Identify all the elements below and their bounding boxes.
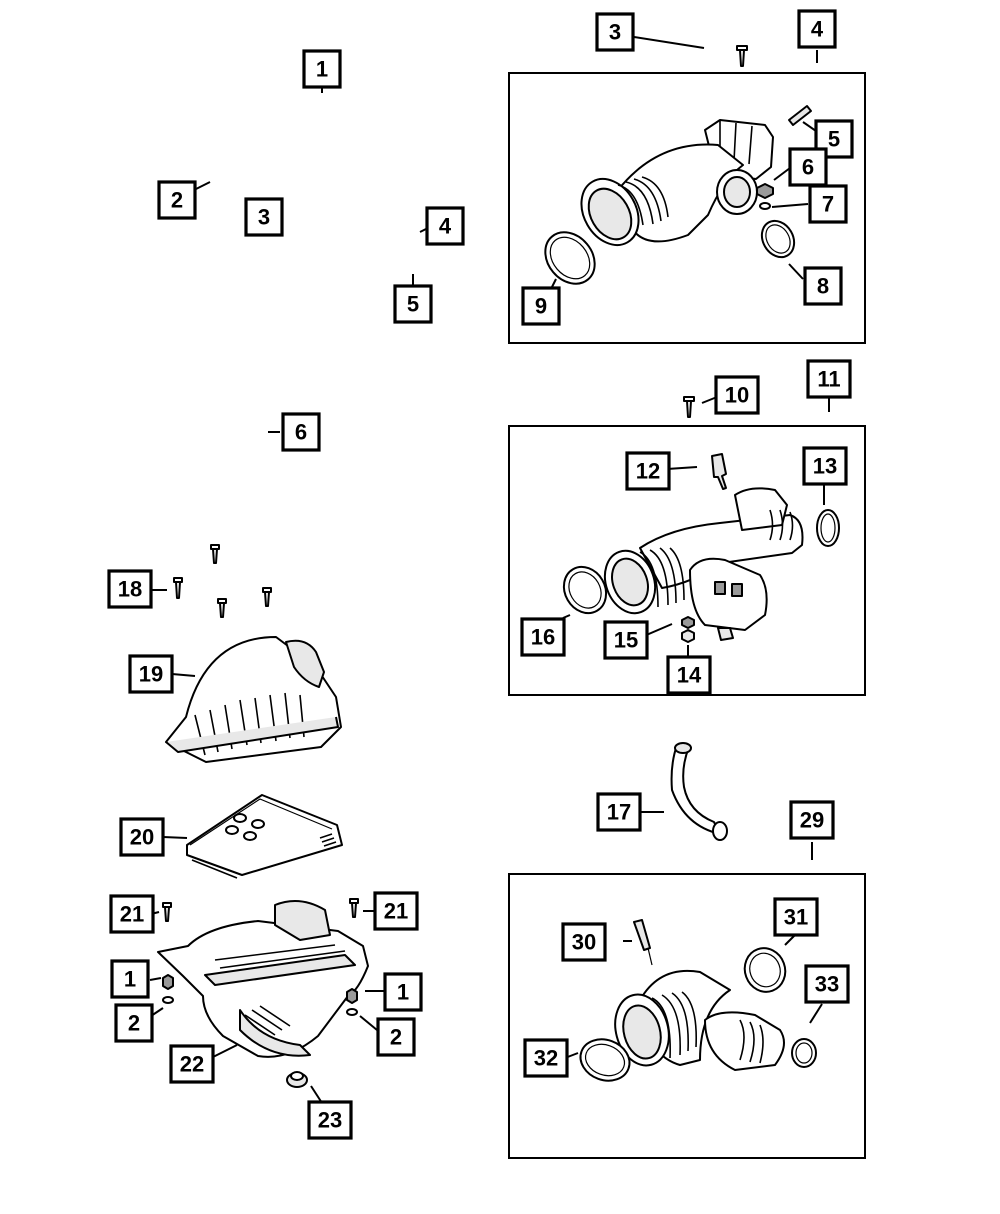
- callout-5-upper: 5: [814, 119, 854, 159]
- breather-hose: [670, 742, 728, 841]
- callout-9: 9: [521, 286, 561, 326]
- callout-14-text: 14: [677, 663, 702, 688]
- callout-2-lower-right: 2: [376, 1017, 416, 1057]
- callout-1-left: 1: [110, 959, 150, 999]
- callout-20: 20: [119, 817, 165, 857]
- callout-22-text: 22: [180, 1052, 204, 1077]
- callout-7-text: 7: [822, 192, 834, 217]
- callout-6-upper-text: 6: [802, 155, 814, 180]
- callout-5-left-text: 5: [407, 292, 419, 317]
- callout-5-left: 5: [393, 284, 433, 324]
- callout-10: 10: [714, 375, 760, 415]
- callout-8-text: 8: [817, 274, 829, 299]
- group-frame-middle: [508, 425, 866, 696]
- callout-23-text: 23: [318, 1108, 342, 1133]
- callout-9-text: 9: [535, 294, 547, 319]
- callout-6-left-text: 6: [295, 420, 307, 445]
- middle-intake-duct: [562, 396, 840, 643]
- callout-33-text: 33: [815, 972, 839, 997]
- callout-21-right-text: 21: [384, 899, 408, 924]
- callout-2-lower-left-text: 2: [128, 1011, 140, 1036]
- callout-2-left: 2: [157, 180, 197, 220]
- callout-12-text: 12: [636, 459, 660, 484]
- callout-21-right: 21: [373, 891, 419, 931]
- callout-16: 16: [520, 617, 566, 657]
- callout-13: 13: [802, 446, 848, 486]
- callout-32: 32: [523, 1038, 569, 1078]
- callout-6-left: 6: [281, 412, 321, 452]
- callout-15: 15: [603, 620, 649, 660]
- callout-1-right-text: 1: [397, 980, 409, 1005]
- callout-23: 23: [307, 1100, 353, 1140]
- callout-4-left: 4: [425, 206, 465, 246]
- group-frame-lower: [508, 873, 866, 1159]
- callout-4-upper: 4: [797, 9, 837, 49]
- callout-18-text: 18: [118, 577, 142, 602]
- callout-3-left: 3: [244, 197, 284, 237]
- air-box-assembly: [157, 544, 369, 1088]
- callout-17-text: 17: [607, 800, 631, 825]
- callout-5-upper-text: 5: [828, 127, 840, 152]
- callout-21-left-text: 21: [120, 902, 144, 927]
- callout-30: 30: [561, 922, 607, 962]
- callout-21-left: 21: [109, 894, 155, 934]
- callout-1-top: 1: [302, 49, 342, 89]
- callout-31: 31: [773, 897, 819, 937]
- callout-1-left-text: 1: [124, 967, 136, 992]
- callout-8: 8: [803, 266, 843, 306]
- lower-intake-duct: [579, 919, 817, 1082]
- callout-19-text: 19: [139, 662, 163, 687]
- callout-3-upper-text: 3: [609, 20, 621, 45]
- callout-20-text: 20: [130, 825, 154, 850]
- callout-17: 17: [596, 792, 642, 832]
- callout-15-text: 15: [614, 628, 638, 653]
- callout-6-upper: 6: [788, 147, 828, 187]
- callout-32-text: 32: [534, 1046, 558, 1071]
- callout-10-text: 10: [725, 383, 749, 408]
- callout-12: 12: [625, 451, 671, 491]
- callout-13-text: 13: [813, 454, 837, 479]
- callout-2-lower-right-text: 2: [390, 1025, 402, 1050]
- callout-4-left-text: 4: [439, 214, 452, 239]
- callout-31-text: 31: [784, 905, 808, 930]
- callout-2-lower-left: 2: [114, 1003, 154, 1043]
- upper-intake-duct: [544, 45, 812, 285]
- callout-14: 14: [666, 655, 712, 695]
- callout-19: 19: [128, 654, 174, 694]
- callout-1-right: 1: [383, 972, 423, 1012]
- callout-11: 11: [806, 359, 852, 399]
- callout-1-top-text: 1: [316, 57, 328, 82]
- callout-3-upper: 3: [595, 12, 635, 52]
- callout-33: 33: [804, 964, 850, 1004]
- callout-11-text: 11: [817, 367, 840, 392]
- callout-22: 22: [169, 1044, 215, 1084]
- callout-29: 29: [789, 800, 835, 840]
- callout-7: 7: [808, 184, 848, 224]
- leader-lines: [149, 36, 830, 1104]
- callout-2-left-text: 2: [171, 188, 183, 213]
- callout-16-text: 16: [531, 625, 555, 650]
- callout-4-upper-text: 4: [811, 17, 824, 42]
- callout-30-text: 30: [572, 930, 596, 955]
- callout-18: 18: [107, 569, 153, 609]
- group-frame-upper: [508, 72, 866, 344]
- callout-3-left-text: 3: [258, 205, 270, 230]
- callout-29-text: 29: [800, 808, 824, 833]
